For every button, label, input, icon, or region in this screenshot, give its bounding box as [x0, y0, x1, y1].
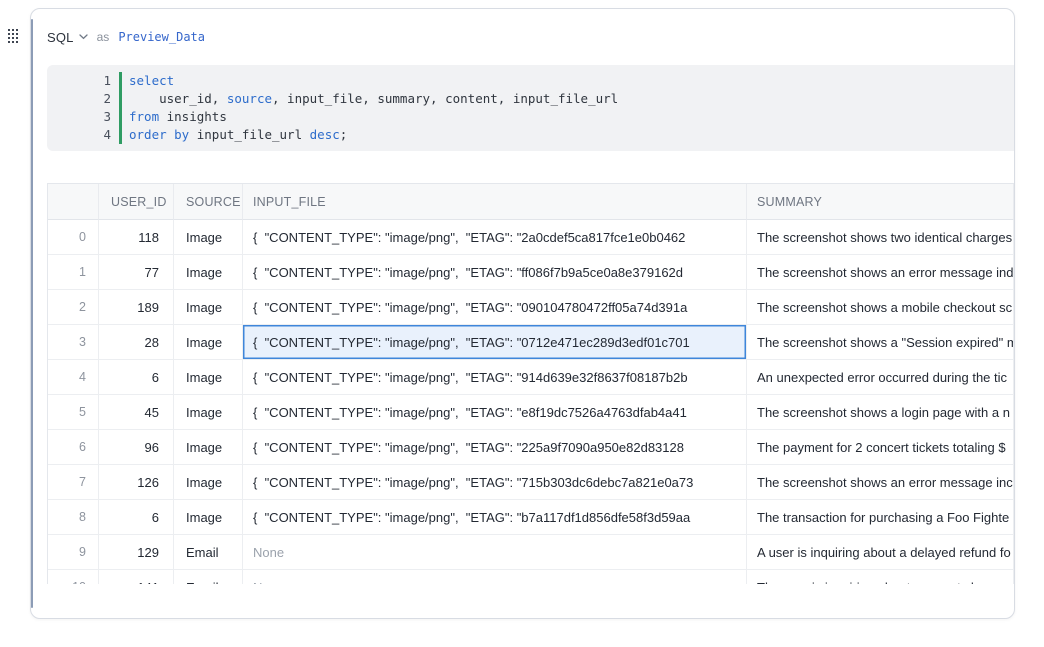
cell-type-dropdown[interactable]: SQL: [47, 29, 74, 45]
source-cell[interactable]: Image: [174, 360, 243, 395]
summary-cell[interactable]: The screenshot shows a "Session expired"…: [747, 325, 1014, 360]
source-cell[interactable]: Image: [174, 220, 243, 255]
source-cell[interactable]: Image: [174, 395, 243, 430]
column-header[interactable]: [48, 184, 99, 220]
cell-name-input[interactable]: Preview_Data: [118, 30, 206, 44]
source-cell[interactable]: Image: [174, 430, 243, 465]
input-file-cell[interactable]: { "CONTENT_TYPE": "image/png", "ETAG": "…: [243, 500, 747, 535]
input-file-cell[interactable]: { "CONTENT_TYPE": "image/png", "ETAG": "…: [243, 395, 747, 430]
user-id-cell[interactable]: 28: [99, 325, 174, 360]
summary-cell[interactable]: The transaction for purchasing a Foo Fig…: [747, 500, 1014, 535]
row-index-cell[interactable]: 2: [48, 290, 99, 325]
code-text: order by input_file_url desc;: [119, 126, 347, 144]
user-id-cell[interactable]: 129: [99, 535, 174, 570]
code-line[interactable]: 2 user_id, source, input_file, summary, …: [47, 90, 1014, 108]
code-line[interactable]: 3 from insights: [47, 108, 1014, 126]
summary-cell[interactable]: The screenshot shows an error message in…: [747, 255, 1014, 290]
row-index-cell[interactable]: 0: [48, 220, 99, 255]
source-cell[interactable]: Email: [174, 570, 243, 584]
summary-cell[interactable]: An unexpected error occurred during the …: [747, 360, 1014, 395]
source-cell[interactable]: Image: [174, 465, 243, 500]
code-line[interactable]: 4 order by input_file_url desc;: [47, 126, 1014, 144]
column-header[interactable]: SOURCE: [174, 184, 243, 220]
user-id-cell[interactable]: 126: [99, 465, 174, 500]
row-index-cell[interactable]: 1: [48, 255, 99, 290]
input-file-cell[interactable]: None: [243, 535, 747, 570]
as-label: as: [96, 30, 110, 44]
row-index-cell[interactable]: 8: [48, 500, 99, 535]
cell-selected-accent: [31, 19, 33, 608]
line-number: 4: [103, 127, 111, 142]
row-index-cell[interactable]: 5: [48, 395, 99, 430]
summary-cell[interactable]: The screenshot shows a login page with a…: [747, 395, 1014, 430]
row-index-cell[interactable]: 3: [48, 325, 99, 360]
source-cell[interactable]: Image: [174, 500, 243, 535]
column-header[interactable]: INPUT_FILE: [243, 184, 747, 220]
user-id-cell[interactable]: 189: [99, 290, 174, 325]
summary-cell[interactable]: The screenshot shows an error message in…: [747, 465, 1014, 500]
row-index-cell[interactable]: 10: [48, 570, 99, 584]
input-file-cell[interactable]: { "CONTENT_TYPE": "image/png", "ETAG": "…: [243, 430, 747, 465]
user-id-cell[interactable]: 118: [99, 220, 174, 255]
user-id-cell[interactable]: 6: [99, 500, 174, 535]
code-line[interactable]: 1 select: [47, 72, 1014, 90]
code-text: user_id, source, input_file, summary, co…: [119, 90, 618, 108]
input-file-cell[interactable]: { "CONTENT_TYPE": "image/png", "ETAG": "…: [243, 360, 747, 395]
user-id-cell[interactable]: 45: [99, 395, 174, 430]
row-index-cell[interactable]: 6: [48, 430, 99, 465]
source-cell[interactable]: Image: [174, 325, 243, 360]
summary-cell[interactable]: The screenshot shows two identical charg…: [747, 220, 1014, 255]
row-index-cell[interactable]: 7: [48, 465, 99, 500]
summary-cell[interactable]: A user is inquiring about a delayed refu…: [747, 535, 1014, 570]
source-cell[interactable]: Image: [174, 255, 243, 290]
line-number: 2: [103, 91, 111, 106]
line-number: 1: [103, 73, 111, 88]
source-cell[interactable]: Email: [174, 535, 243, 570]
code-text: select: [119, 72, 174, 90]
selected-cell[interactable]: { "CONTENT_TYPE": "image/png", "ETAG": "…: [243, 325, 747, 360]
input-file-cell[interactable]: { "CONTENT_TYPE": "image/png", "ETAG": "…: [243, 255, 747, 290]
chevron-down-icon[interactable]: [78, 34, 88, 40]
drag-handle-icon[interactable]: [8, 29, 18, 43]
line-number: 3: [103, 109, 111, 124]
summary-cell[interactable]: The screenshot shows a mobile checkout s…: [747, 290, 1014, 325]
source-cell[interactable]: Image: [174, 290, 243, 325]
user-id-cell[interactable]: 6: [99, 360, 174, 395]
user-id-cell[interactable]: 77: [99, 255, 174, 290]
user-id-cell[interactable]: 141: [99, 570, 174, 584]
code-text: from insights: [119, 108, 227, 126]
input-file-cell[interactable]: { "CONTENT_TYPE": "image/png", "ETAG": "…: [243, 220, 747, 255]
row-index-cell[interactable]: 9: [48, 535, 99, 570]
user-id-cell[interactable]: 96: [99, 430, 174, 465]
input-file-cell[interactable]: { "CONTENT_TYPE": "image/png", "ETAG": "…: [243, 465, 747, 500]
column-header[interactable]: SUMMARY: [747, 184, 1014, 220]
column-header[interactable]: USER_ID: [99, 184, 174, 220]
row-index-cell[interactable]: 4: [48, 360, 99, 395]
input-file-cell[interactable]: { "CONTENT_TYPE": "image/png", "ETAG": "…: [243, 290, 747, 325]
cell-header: SQL as Preview_Data: [47, 29, 205, 45]
input-file-cell[interactable]: None: [243, 570, 747, 584]
summary-cell[interactable]: The payment for 2 concert tickets totali…: [747, 430, 1014, 465]
summary-cell[interactable]: The user is inquiring about a recent cha…: [747, 570, 1014, 584]
